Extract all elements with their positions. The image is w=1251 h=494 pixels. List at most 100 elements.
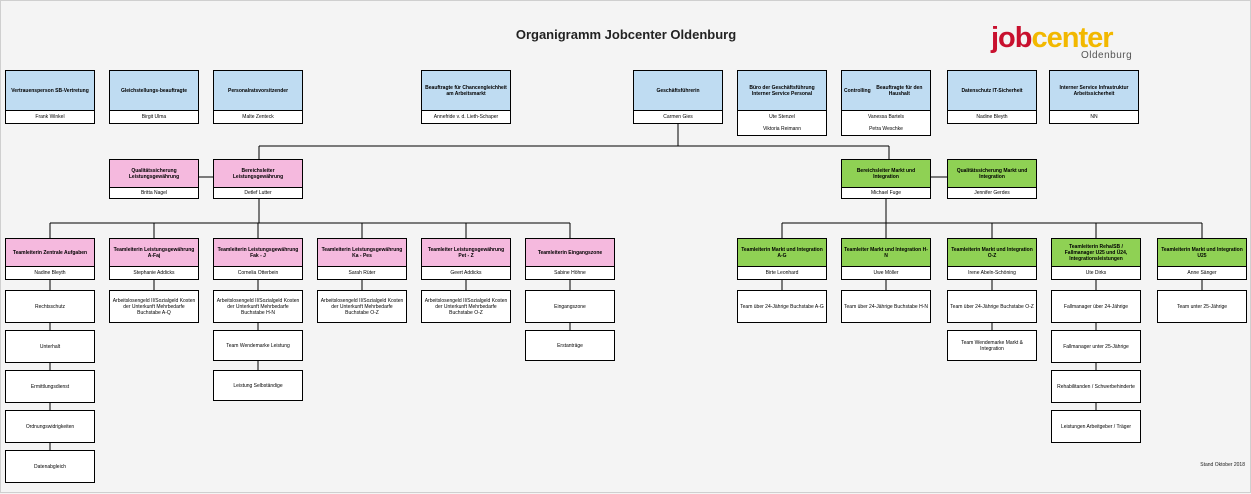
- top-box-title: Vertrauensperson SB-Vertretung: [6, 71, 94, 111]
- sub-unit-box: Leistung Selbständige: [213, 370, 303, 401]
- team-box-name: Birte Leonhard: [765, 270, 799, 276]
- department-box-title: Qualitätssicherung Leistungsgewährung: [110, 160, 198, 188]
- team-box-title: Teamleiterin Markt und Integration A-G: [738, 239, 826, 267]
- team-box-title: Teamleiterin Leistungsgewährung A-Faj: [110, 239, 198, 267]
- team-box-name: Geert Addicks: [450, 270, 482, 276]
- team-box: Teamleiterin Leistungsgewährung Fak - J C…: [213, 238, 303, 280]
- team-box-title: Teamleiterin Reha/SB / Fallmanager U25 u…: [1052, 239, 1140, 267]
- top-box-title: Personalratsvorsitzender: [214, 71, 302, 111]
- team-box-name: Sabine Höhne: [554, 270, 586, 276]
- sub-unit-box: Ermittlungsdienst: [5, 370, 95, 403]
- team-box: Teamleiterin Markt und Integration A-G Bi…: [737, 238, 827, 280]
- sub-unit-box: Rehabilitanden / Schwerbehinderte: [1051, 370, 1141, 403]
- team-box-name: Cornelia Otterbein: [237, 270, 279, 276]
- team-box-name: Ute Dirks: [1085, 270, 1107, 276]
- team-box-name: Sarah Rüter: [348, 270, 376, 276]
- top-box-title: Beauftragte für Chancengleichheit am Arb…: [422, 71, 510, 111]
- sub-unit-box: Team über 24-Jährige Buchstabe A-G: [737, 290, 827, 323]
- team-box: Teamleiter Markt und Integration H-N Uwe …: [841, 238, 931, 280]
- top-box-title-left: Controlling: [844, 87, 871, 94]
- sub-unit-box: Rechtsschutz: [5, 290, 95, 323]
- department-box-name: Detlef Lutter: [244, 190, 272, 196]
- sub-unit-box: Datenabgleich: [5, 450, 95, 483]
- team-box: Teamleiterin Leistungsgewährung Ka - Pes…: [317, 238, 407, 280]
- top-box-name: Annefride v. d. Lieth-Schaper: [433, 114, 499, 120]
- team-box-title: Teamleiterin Eingangszone: [526, 239, 614, 267]
- team-box-name: Nadine Bleyth: [34, 270, 66, 276]
- sub-unit-box: Erstanträge: [525, 330, 615, 361]
- top-box-title: Interner Service Infrastruktur Arbeitssi…: [1050, 71, 1138, 111]
- top-box-name: Birgit Ulma: [141, 114, 167, 120]
- top-box-title: Gleichstellungs-beauftragte: [110, 71, 198, 111]
- sub-unit-box: Arbeitslosengeld II/Sozialgeld Kosten de…: [317, 290, 407, 323]
- team-box-title: Teamleiterin Leistungsgewährung Ka - Pes: [318, 239, 406, 267]
- team-box-title: Teamleiterin Zentrale Aufgaben: [6, 239, 94, 267]
- team-box: Teamleiter Leistungsgewährung Pet - Z Gee…: [421, 238, 511, 280]
- sub-unit-box: Team Wendemarke Markt & Integration: [947, 330, 1037, 361]
- logo-center: center: [1031, 22, 1114, 54]
- team-box-name: Irene Abeln-Schöning: [968, 270, 1016, 276]
- top-box-title: Geschäftsführerin: [634, 71, 722, 111]
- top-box-name: Ute Stenzel: [769, 114, 795, 120]
- department-box-name: Michael Fuge: [870, 190, 901, 196]
- stand-date: Stand Oktober 2018: [1200, 462, 1245, 468]
- department-box-title: Bereichsleiter Leistungsgewährung: [214, 160, 302, 188]
- department-box: Qualitätssicherung Markt und Integration…: [947, 159, 1037, 199]
- top-box-name: Frank Winkel: [35, 114, 65, 120]
- sub-unit-box: Ordnungswidrigkeiten: [5, 410, 95, 443]
- top-box-title: Controlling Beauftragte für den Haushalt: [842, 71, 930, 111]
- top-box-title: Datenschutz IT-Sicherheit: [948, 71, 1036, 111]
- department-box-title: Qualitätssicherung Markt und Integration: [948, 160, 1036, 188]
- top-box: Interner Service Infrastruktur Arbeitssi…: [1049, 70, 1139, 124]
- sub-unit-box: Unterhalt: [5, 330, 95, 363]
- top-box-title-right: Beauftragte für den Haushalt: [876, 84, 923, 97]
- department-box-title: Bereichsleiter Markt und Integration: [842, 160, 930, 188]
- department-box-name: Jennifer Gerdes: [974, 190, 1010, 196]
- sub-unit-box: Team über 24-Jährige Buchstabe O-Z: [947, 290, 1037, 323]
- top-box: Beauftragte für Chancengleichheit am Arb…: [421, 70, 511, 124]
- top-box-name: Petra Weschke: [869, 126, 903, 132]
- department-box-name: Britta Nagel: [140, 190, 168, 196]
- team-box-name: Anne Sänger: [1187, 270, 1217, 276]
- team-box-name: Stephanie Addicks: [133, 270, 175, 276]
- team-box-title: Teamleiterin Markt und Integration O-Z: [948, 239, 1036, 267]
- logo-job: job: [991, 22, 1032, 54]
- sub-unit-box: Fallmanager unter 25-Jährige: [1051, 330, 1141, 363]
- sub-unit-box: Arbeitslosengeld II/Sozialgeld Kosten de…: [109, 290, 199, 323]
- team-box-title: Teamleiter Markt und Integration H-N: [842, 239, 930, 267]
- logo-sub: Oldenburg: [1081, 50, 1133, 61]
- top-box-title: Büro der Geschäftsführung Interner Servi…: [738, 71, 826, 111]
- sub-unit-box: Team Wendemarke Leistung: [213, 330, 303, 361]
- jobcenter-logo: jobcenter Oldenburg: [991, 23, 1141, 63]
- team-box: Teamleiterin Markt und Integration O-Z Ir…: [947, 238, 1037, 280]
- sub-unit-box: Fallmanager über 24-Jährige: [1051, 290, 1141, 323]
- top-box-name: Viktoria Reimann: [763, 126, 801, 132]
- team-box-title: Teamleiterin Leistungsgewährung Fak - J: [214, 239, 302, 267]
- team-box-name: Uwe Möller: [873, 270, 899, 276]
- top-box-name: Malte Zenteck: [242, 114, 274, 120]
- sub-unit-box: Arbeitslosengeld II/Sozialgeld Kosten de…: [213, 290, 303, 323]
- top-box-name: Nadine Bleyth: [976, 114, 1008, 120]
- team-box-title: Teamleiter Leistungsgewährung Pet - Z: [422, 239, 510, 267]
- top-box-name: Carmen Gies: [663, 114, 693, 120]
- team-box: Teamleiterin Reha/SB / Fallmanager U25 u…: [1051, 238, 1141, 280]
- top-box-name: NN: [1090, 114, 1098, 120]
- sub-unit-box: Eingangszone: [525, 290, 615, 323]
- top-box-name: Vanessa Bartels: [867, 114, 905, 120]
- sub-unit-box: Leistungen Arbeitgeber / Träger: [1051, 410, 1141, 443]
- top-box: Büro der Geschäftsführung Interner Servi…: [737, 70, 827, 136]
